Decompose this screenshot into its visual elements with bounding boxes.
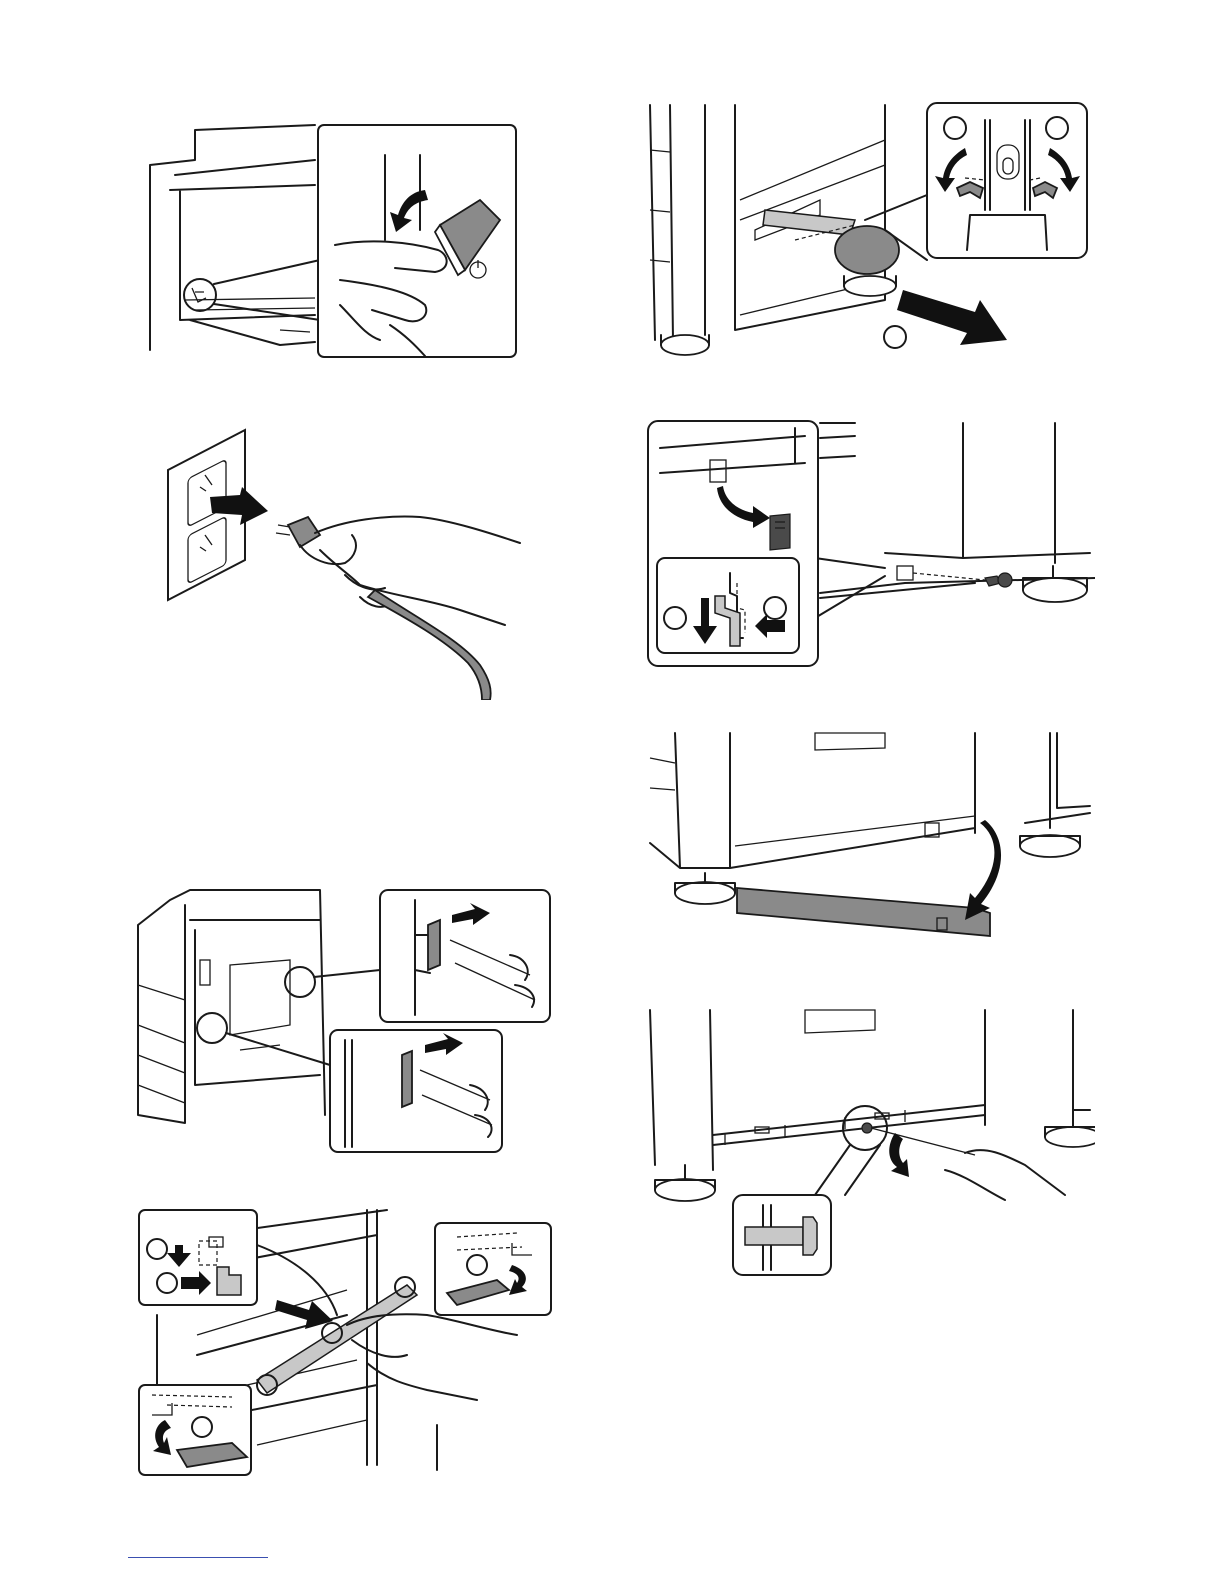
- figure-power-switch-off: [140, 120, 520, 360]
- footer-link-underline[interactable]: [128, 1557, 268, 1558]
- figure-fasten-screw: [645, 1005, 1095, 1280]
- figure-release-connecting-rod: [137, 1205, 555, 1480]
- figure-remove-rear-brackets: [130, 885, 555, 1155]
- figure-pull-out-adjuster-foot: [645, 100, 1090, 360]
- figure-attach-side-bracket: [645, 418, 1095, 668]
- figure-unplug-power-cord: [160, 425, 530, 700]
- figure-remove-skirt-plate: [645, 728, 1095, 953]
